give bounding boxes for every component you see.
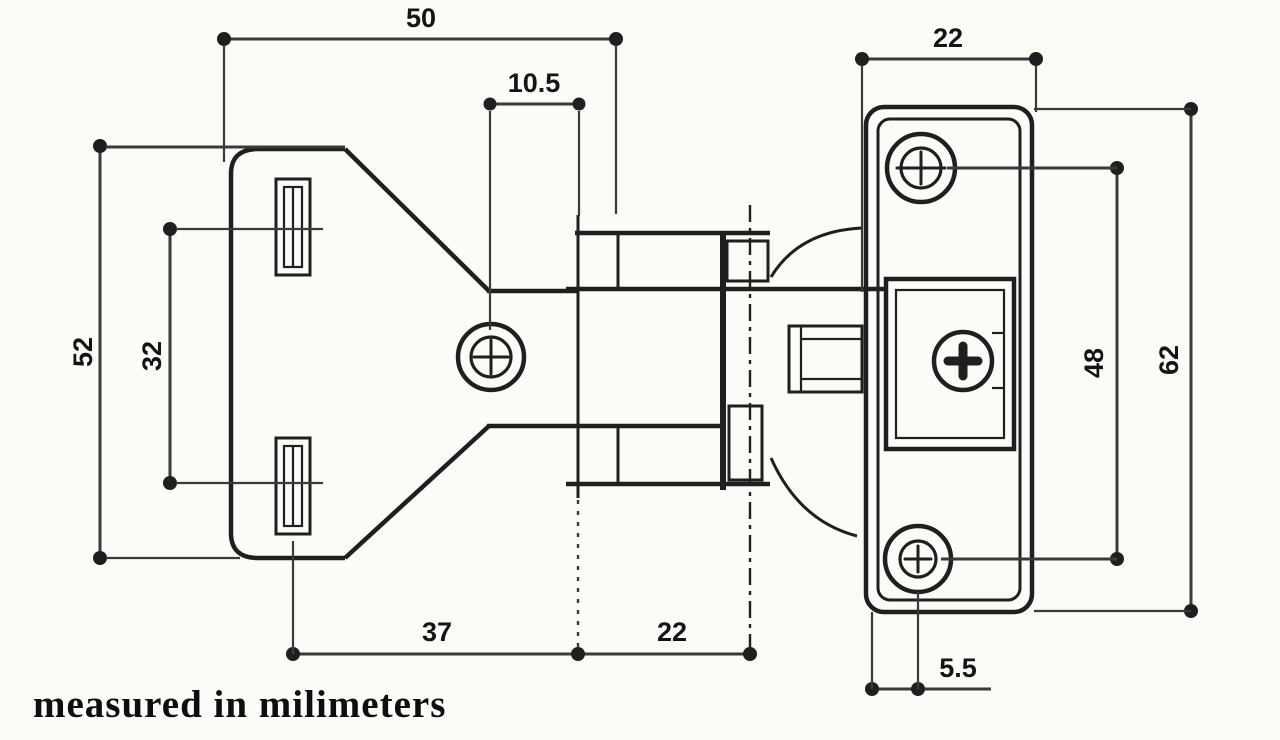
dim-50: 50 [217, 3, 623, 214]
dimensions: 50 10.5 52 32 [68, 3, 1198, 696]
dim-62: 62 [1034, 102, 1198, 618]
dim-label-37: 37 [422, 617, 452, 647]
top-mounting-screw [884, 131, 958, 205]
center-adjustment-screw [931, 329, 995, 393]
dim-22-plate: 22 [855, 23, 1043, 292]
dim-label-48: 48 [1079, 348, 1109, 378]
dim-label-22-bottom: 22 [657, 617, 687, 647]
knuckle-bottom-arc [769, 457, 858, 538]
knuckle-top-box [725, 239, 770, 283]
dim-label-10-5: 10.5 [508, 68, 561, 98]
dim-32: 32 [137, 222, 323, 490]
dim-label-52: 52 [68, 337, 98, 367]
knuckle-top-arc [769, 226, 863, 278]
units-caption: measured in milimeters [33, 683, 446, 726]
knuckle-bottom-box [727, 404, 764, 482]
wing-left-outline [228, 146, 345, 561]
plate-inner-outline [876, 117, 1022, 602]
plate-window-outer [883, 276, 1017, 452]
hinge-arm [487, 205, 886, 652]
wing-slot-bottom [274, 436, 312, 536]
dim-label-22-plate: 22 [933, 23, 963, 53]
plate-outer-outline [863, 104, 1035, 615]
dim-label-5-5: 5.5 [939, 653, 977, 683]
dim-label-32: 32 [137, 341, 167, 371]
dim-label-50: 50 [406, 3, 436, 33]
dim-52: 52 [68, 139, 345, 565]
mounting-plate [863, 104, 1035, 615]
dim-label-62: 62 [1154, 345, 1184, 375]
wing-top-diagonal [343, 147, 491, 293]
dim-37-22: 37 22 [286, 500, 757, 661]
wing-bottom-diagonal [343, 424, 491, 560]
wing-slot-top [274, 177, 312, 277]
dim-10-5: 10.5 [483, 68, 586, 330]
door-wing [228, 146, 578, 561]
spring-slider-detail [787, 324, 864, 394]
plate-window-inner [894, 288, 1006, 440]
dim-48: 48 [941, 161, 1124, 566]
dim-5-5: 5.5 [865, 592, 991, 696]
cup-adjustment-screw [455, 321, 527, 393]
